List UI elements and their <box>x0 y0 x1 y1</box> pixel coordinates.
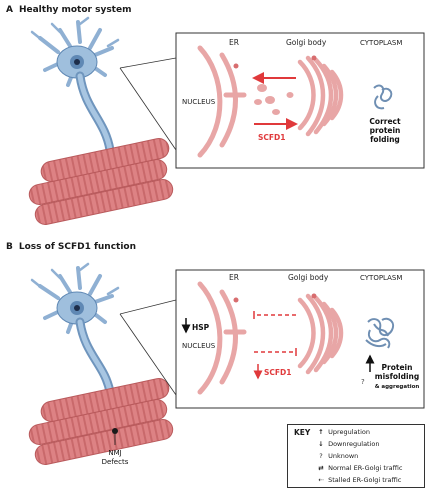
key-item-label: Unknown <box>328 452 359 460</box>
key-item-label: Downregulation <box>328 440 380 448</box>
label-a-outcome-1: Correct <box>369 117 401 126</box>
label-b-hsp: HSP <box>192 323 210 332</box>
panel-b-title: B Loss of SCFD1 function <box>6 242 136 252</box>
key-item-upregulation: ↑ Upregulation <box>316 428 370 436</box>
golgi-a <box>297 55 344 137</box>
key-item-label: Normal ER-Golgi traffic <box>328 464 403 472</box>
zoom-line-a-top <box>119 57 177 69</box>
label-a-golgi: Golgi body <box>286 38 327 47</box>
vesicles-a <box>254 84 294 115</box>
key-item-normal-traffic: ⇄ Normal ER-Golgi traffic <box>316 464 403 472</box>
er-b-marker <box>233 297 239 303</box>
dashed-arrow-icon: ⇠ <box>318 476 324 484</box>
label-a-er: ER <box>229 38 239 47</box>
question-mark-icon: ? <box>319 452 323 460</box>
er-a-marker <box>233 63 239 69</box>
label-b-outcome-3: & aggregation <box>375 384 420 390</box>
er-a <box>197 45 247 158</box>
zoom-line-a-bottom <box>119 67 177 151</box>
key-item-label: Upregulation <box>328 428 370 436</box>
panel-a-title: A Healthy motor system <box>6 5 131 15</box>
label-a-scfd1: SCFD1 <box>258 133 285 142</box>
up-arrow-icon: ↑ <box>318 428 324 436</box>
label-b-cytoplasm: CYTOPLASM <box>360 274 402 282</box>
zoom-line-b-bottom <box>119 313 177 396</box>
panel-b-heading: Loss of SCFD1 function <box>18 242 137 252</box>
folded-protein-a <box>373 84 393 110</box>
muscle-fibers-a <box>28 138 174 225</box>
bidirectional-arrow-icon: ⇄ <box>318 464 324 472</box>
label-b-er: ER <box>229 273 239 282</box>
label-b-nmj-2: Defects <box>102 458 129 466</box>
er-b <box>197 281 247 395</box>
golgi-b-marker <box>311 293 317 299</box>
zoom-line-b-top <box>119 299 177 315</box>
key-title: KEY <box>294 428 311 437</box>
panel-a-letter: A <box>6 5 13 15</box>
key-item-unknown: ? Unknown <box>316 452 358 460</box>
panel-a-heading: Healthy motor system <box>18 5 132 15</box>
label-b-scfd1: SCFD1 <box>264 368 291 377</box>
label-b-unknown: ? <box>361 378 365 386</box>
down-arrow-icon: ↓ <box>318 440 324 448</box>
key-item-stalled-traffic: ⇠ Stalled ER-Golgi traffic <box>316 476 401 484</box>
label-b-outcome-2: misfolding <box>375 372 419 381</box>
key-item-downregulation: ↓ Downregulation <box>316 440 380 448</box>
label-b-golgi: Golgi body <box>288 273 329 282</box>
key-item-label: Stalled ER-Golgi traffic <box>328 476 402 484</box>
label-a-outcome-2: protein <box>370 126 401 135</box>
panel-b-letter: B <box>6 242 13 252</box>
golgi-b <box>297 293 344 375</box>
label-a-cytoplasm: CYTOPLASM <box>360 39 402 47</box>
label-b-nucleus: NUCLEUS <box>182 342 216 350</box>
label-a-nucleus: NUCLEUS <box>182 98 216 106</box>
golgi-a-marker <box>311 55 317 61</box>
label-b-outcome-1: Protein <box>382 363 413 372</box>
key-legend: KEY ↑ Upregulation ↓ Downregulation ? Un… <box>287 424 425 488</box>
label-b-nmj-1: NMJ <box>108 449 121 457</box>
aggregated-protein-b <box>365 317 394 349</box>
label-a-outcome-3: folding <box>370 135 400 144</box>
muscle-fibers-b <box>28 378 174 465</box>
